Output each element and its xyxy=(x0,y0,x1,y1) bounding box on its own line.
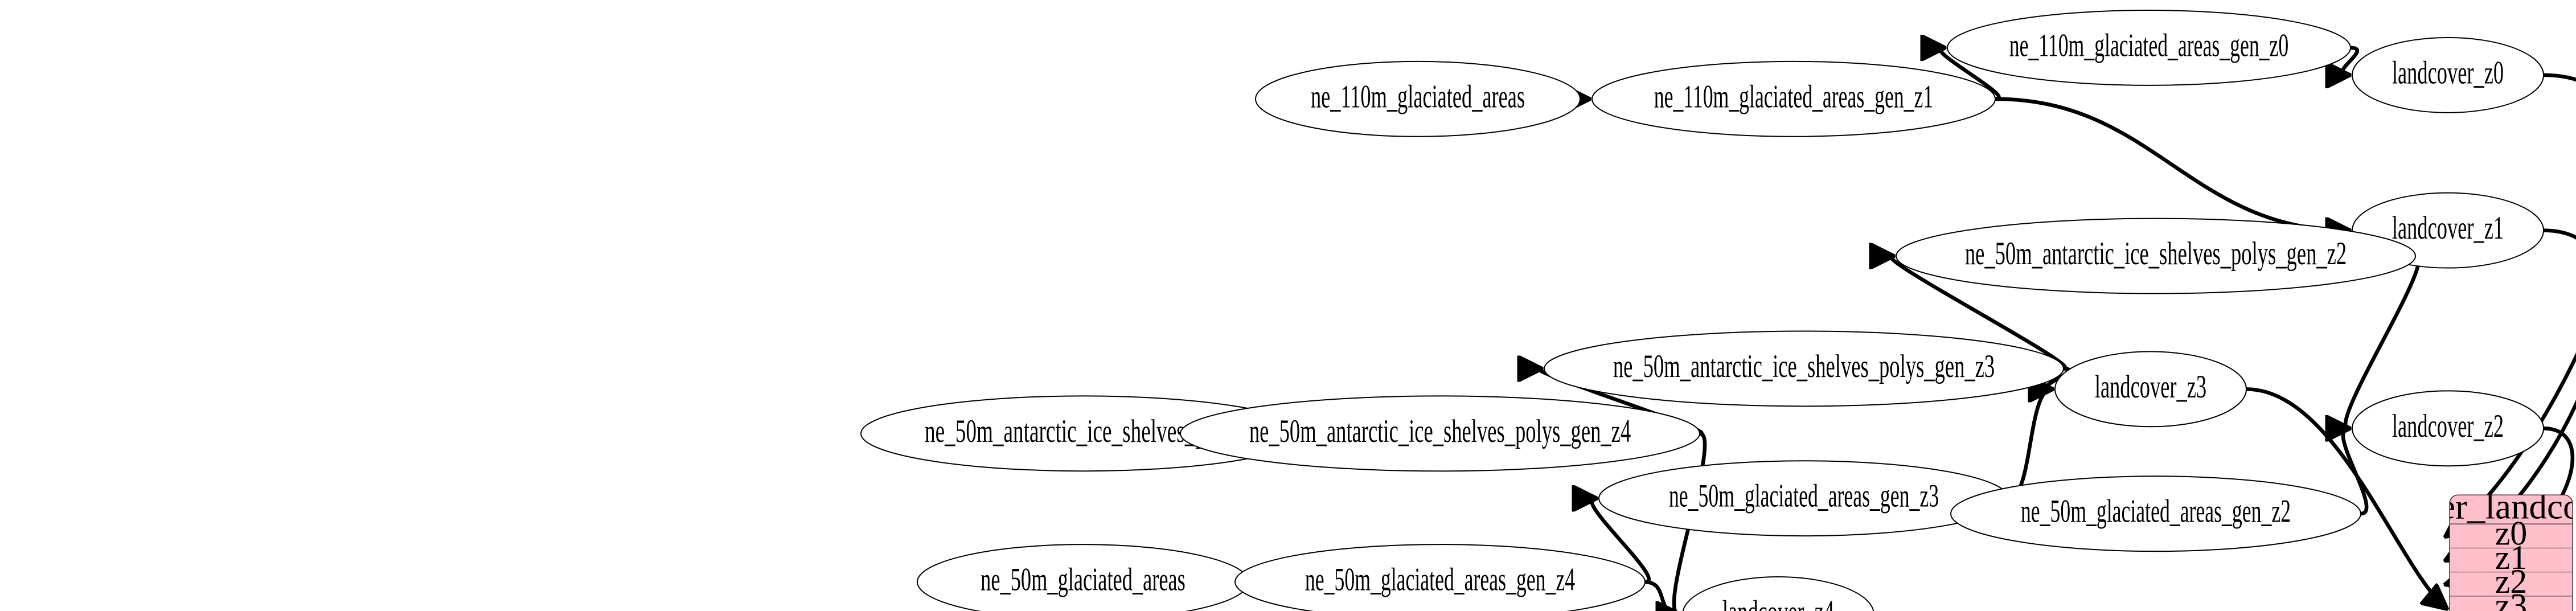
table-outline xyxy=(2450,495,2573,611)
node-ellipse xyxy=(1947,10,2351,85)
graph-node-landcover_z2[interactable]: landcover_z2 xyxy=(2352,391,2544,466)
node-ellipse xyxy=(1951,476,2361,551)
graph-node-ne_50m_glaciated_areas[interactable]: ne_50m_glaciated_areas xyxy=(917,544,1249,611)
graph-node-ne_50m_antarctic_ice_shelves_polys_gen_z2[interactable]: ne_50m_antarctic_ice_shelves_polys_gen_z… xyxy=(1896,219,2415,294)
node-label: ne_50m_glaciated_areas_gen_z2 xyxy=(2021,494,2291,530)
layer-landcover-table: layer_landcoverz0z1z2z3z4z5z6z7z8z9z10z1… xyxy=(2395,487,2576,611)
node-ellipse xyxy=(1544,331,2064,406)
node-label: ne_50m_antarctic_ice_shelves_polys_gen_z… xyxy=(1249,413,1631,449)
node-label: ne_50m_glaciated_areas_gen_z4 xyxy=(1305,562,1575,598)
node-label: landcover_z0 xyxy=(2392,55,2504,91)
table-background xyxy=(2450,495,2573,611)
node-ellipse xyxy=(1592,61,1995,137)
node-label: landcover_z3 xyxy=(2095,369,2206,405)
graph-edge xyxy=(1995,97,2349,231)
node-ellipse xyxy=(2055,351,2246,427)
node-label: ne_50m_glaciated_areas_gen_z3 xyxy=(1669,478,1939,514)
node-label: landcover_z2 xyxy=(2392,408,2504,444)
graph-edge xyxy=(1940,48,2001,101)
node-label: landcover_z1 xyxy=(2392,210,2504,246)
graph-node-ne_110m_glaciated_areas_gen_z1[interactable]: ne_110m_glaciated_areas_gen_z1 xyxy=(1592,61,1995,137)
node-label: ne_110m_glaciated_areas_gen_z0 xyxy=(2009,28,2289,64)
node-ellipse xyxy=(1256,61,1580,137)
graph-node-ne_50m_antarctic_ice_shelves_polys[interactable]: ne_50m_antarctic_ice_shelves_polys xyxy=(861,396,1305,471)
table-row-z1[interactable]: z1 xyxy=(2495,539,2528,576)
graph-node-landcover_z3[interactable]: landcover_z3 xyxy=(2055,351,2246,427)
nodes-layer: imposm3osm_landcover_polygonsimplify_vw_… xyxy=(0,10,2576,611)
graph-edge xyxy=(2246,387,2446,608)
graph-node-ne_50m_glaciated_areas_gen_z2[interactable]: ne_50m_glaciated_areas_gen_z2 xyxy=(1951,476,2361,551)
graph-node-landcover_z0[interactable]: landcover_z0 xyxy=(2352,38,2544,113)
node-label: ne_50m_antarctic_ice_shelves_polys_gen_z… xyxy=(1613,348,1995,384)
node-label: ne_110m_glaciated_areas_gen_z1 xyxy=(1654,79,1934,114)
graph-node-ne_50m_antarctic_ice_shelves_polys_gen_z4[interactable]: ne_50m_antarctic_ice_shelves_polys_gen_z… xyxy=(1180,396,1700,471)
graph-edge xyxy=(1591,498,1651,584)
node-label: ne_50m_antarctic_ice_shelves_polys_gen_z… xyxy=(1965,236,2347,272)
node-ellipse xyxy=(2352,391,2544,466)
graph-edge xyxy=(2342,46,2359,75)
node-ellipse xyxy=(1896,219,2415,294)
graph-edge xyxy=(2446,73,2576,536)
graph-node-landcover_z4[interactable]: landcover_z4 xyxy=(1683,577,1874,611)
table-row-z2[interactable]: z2 xyxy=(2495,563,2528,600)
graph-node-ne_50m_antarctic_ice_shelves_polys_gen_z3[interactable]: ne_50m_antarctic_ice_shelves_polys_gen_z… xyxy=(1544,331,2064,406)
graph-edge xyxy=(1644,580,1679,611)
graph-node-ne_50m_glaciated_areas_gen_z3[interactable]: ne_50m_glaciated_areas_gen_z3 xyxy=(1599,461,2009,536)
node-ellipse xyxy=(1180,396,1700,471)
node-label: ne_110m_glaciated_areas xyxy=(1311,79,1525,114)
graph-node-ne_110m_glaciated_areas[interactable]: ne_110m_glaciated_areas xyxy=(1256,61,1580,137)
graph-node-ne_50m_glaciated_areas_gen_z4[interactable]: ne_50m_glaciated_areas_gen_z4 xyxy=(1235,544,1645,611)
node-ellipse xyxy=(2352,38,2544,113)
node-label: ne_50m_glaciated_areas xyxy=(981,562,1186,598)
node-ellipse xyxy=(1235,544,1645,611)
table-header-label: layer_landcover xyxy=(2395,487,2576,527)
node-ellipse xyxy=(1683,577,1874,611)
table-row-z0[interactable]: z0 xyxy=(2495,515,2528,552)
graph-node-ne_110m_glaciated_areas_gen_z0[interactable]: ne_110m_glaciated_areas_gen_z0 xyxy=(1947,10,2351,85)
table-row-z3[interactable]: z3 xyxy=(2495,587,2528,611)
node-label: landcover_z4 xyxy=(1722,594,1834,611)
